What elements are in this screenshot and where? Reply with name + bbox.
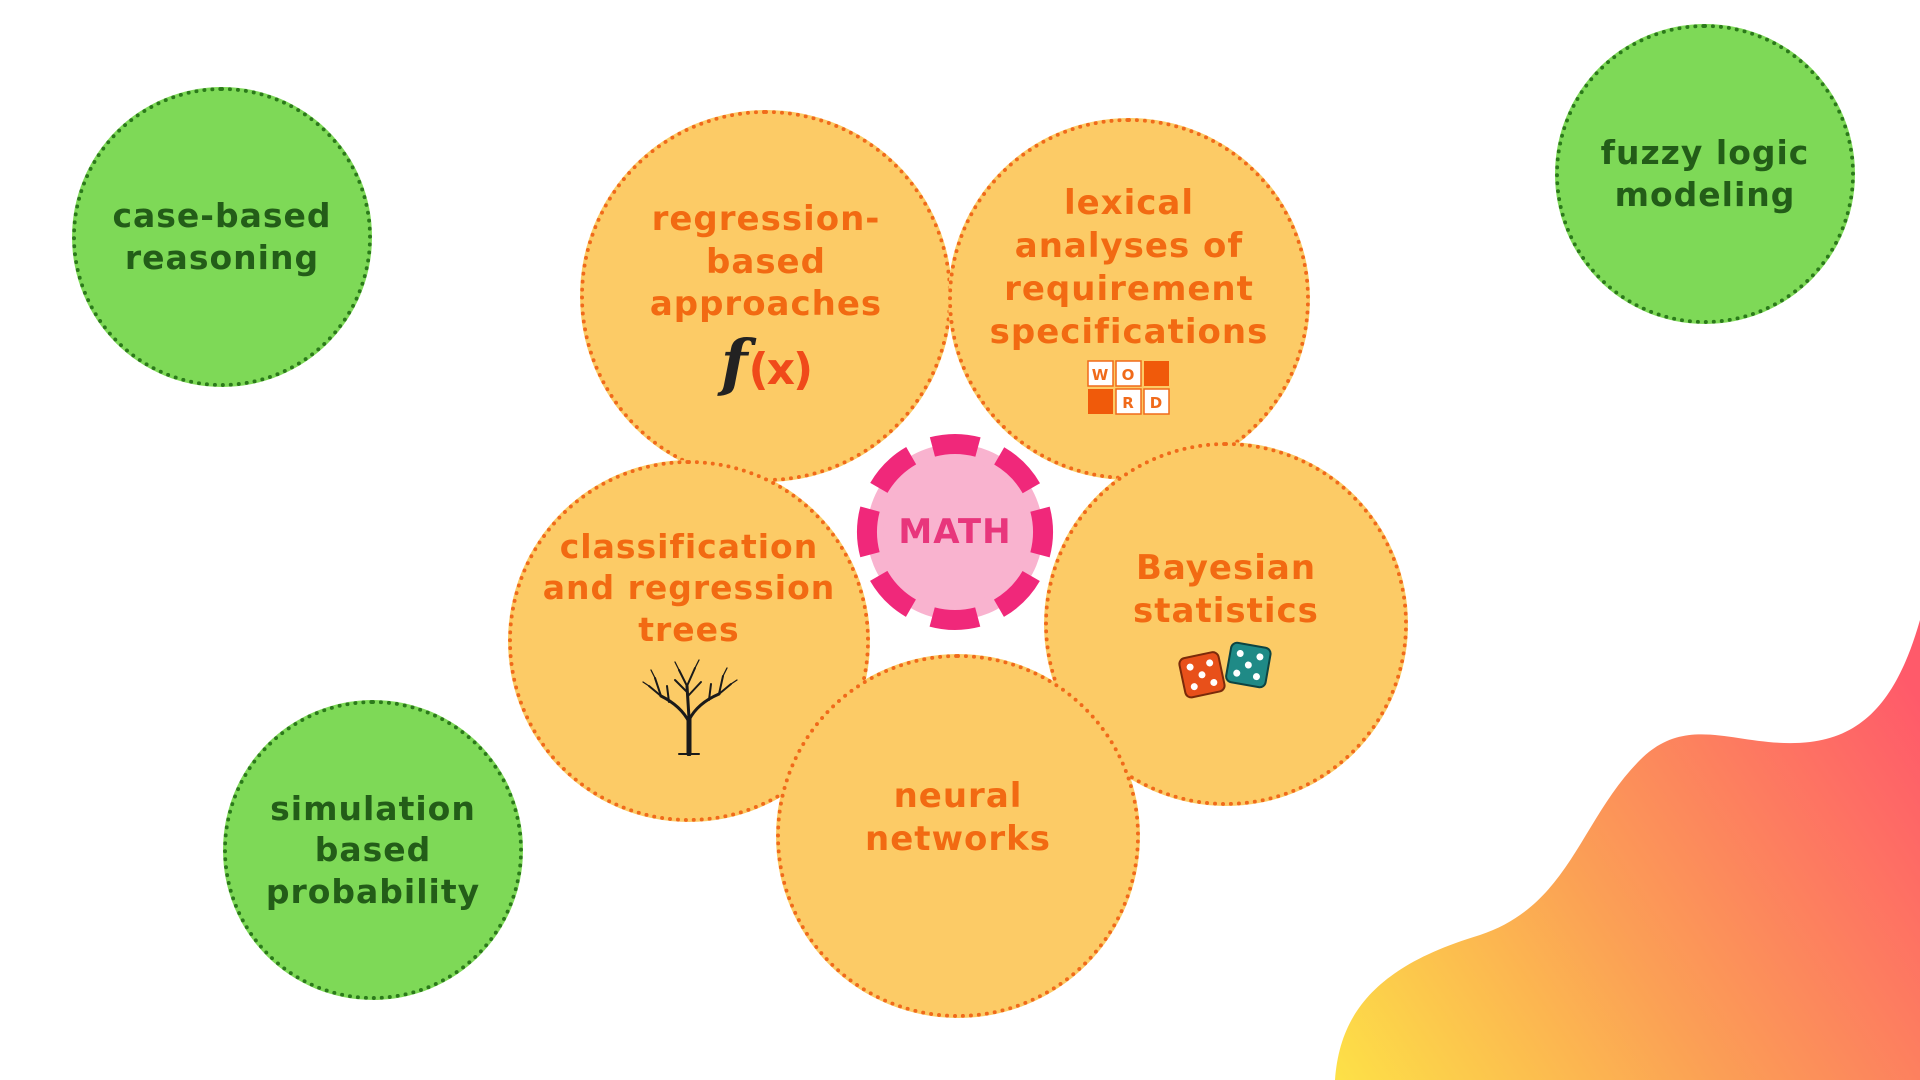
math-center-badge <box>857 434 1053 630</box>
case-based-reasoning-circle: case-based reasoning <box>72 87 372 387</box>
math-label: MATH <box>898 512 1012 552</box>
circle-label: lexical analyses of requirement specific… <box>989 183 1269 352</box>
word-grid-icon: W O R D <box>1087 359 1170 415</box>
simulation-probability-circle: simulation based probability <box>223 700 523 1000</box>
word-tile-letter: W <box>1092 366 1110 384</box>
circle-label: simulation based probability <box>265 788 481 911</box>
tree-icon <box>642 659 738 757</box>
circle-label: case-based reasoning <box>112 196 332 277</box>
regression-approaches-circle: regression- based approaches f(x) <box>580 110 952 482</box>
function-fx-icon: f(x) <box>720 326 813 400</box>
dice-icon <box>1178 641 1272 699</box>
circle-label: classification and regression trees <box>542 526 836 649</box>
circle-label: Bayesian statistics <box>1133 548 1319 631</box>
circle-label: fuzzy logic modeling <box>1600 133 1810 214</box>
fuzzy-logic-modeling-circle: fuzzy logic modeling <box>1555 24 1855 324</box>
circle-label: regression- based approaches <box>649 198 883 325</box>
word-tile-letter: O <box>1122 366 1136 384</box>
circle-label: neural networks <box>865 776 1051 859</box>
neural-networks-circle: neural networks <box>776 654 1140 1018</box>
lexical-analyses-circle: lexical analyses of requirement specific… <box>948 118 1310 480</box>
word-tile-letter: D <box>1150 394 1163 412</box>
word-tile-letter: R <box>1122 394 1135 412</box>
